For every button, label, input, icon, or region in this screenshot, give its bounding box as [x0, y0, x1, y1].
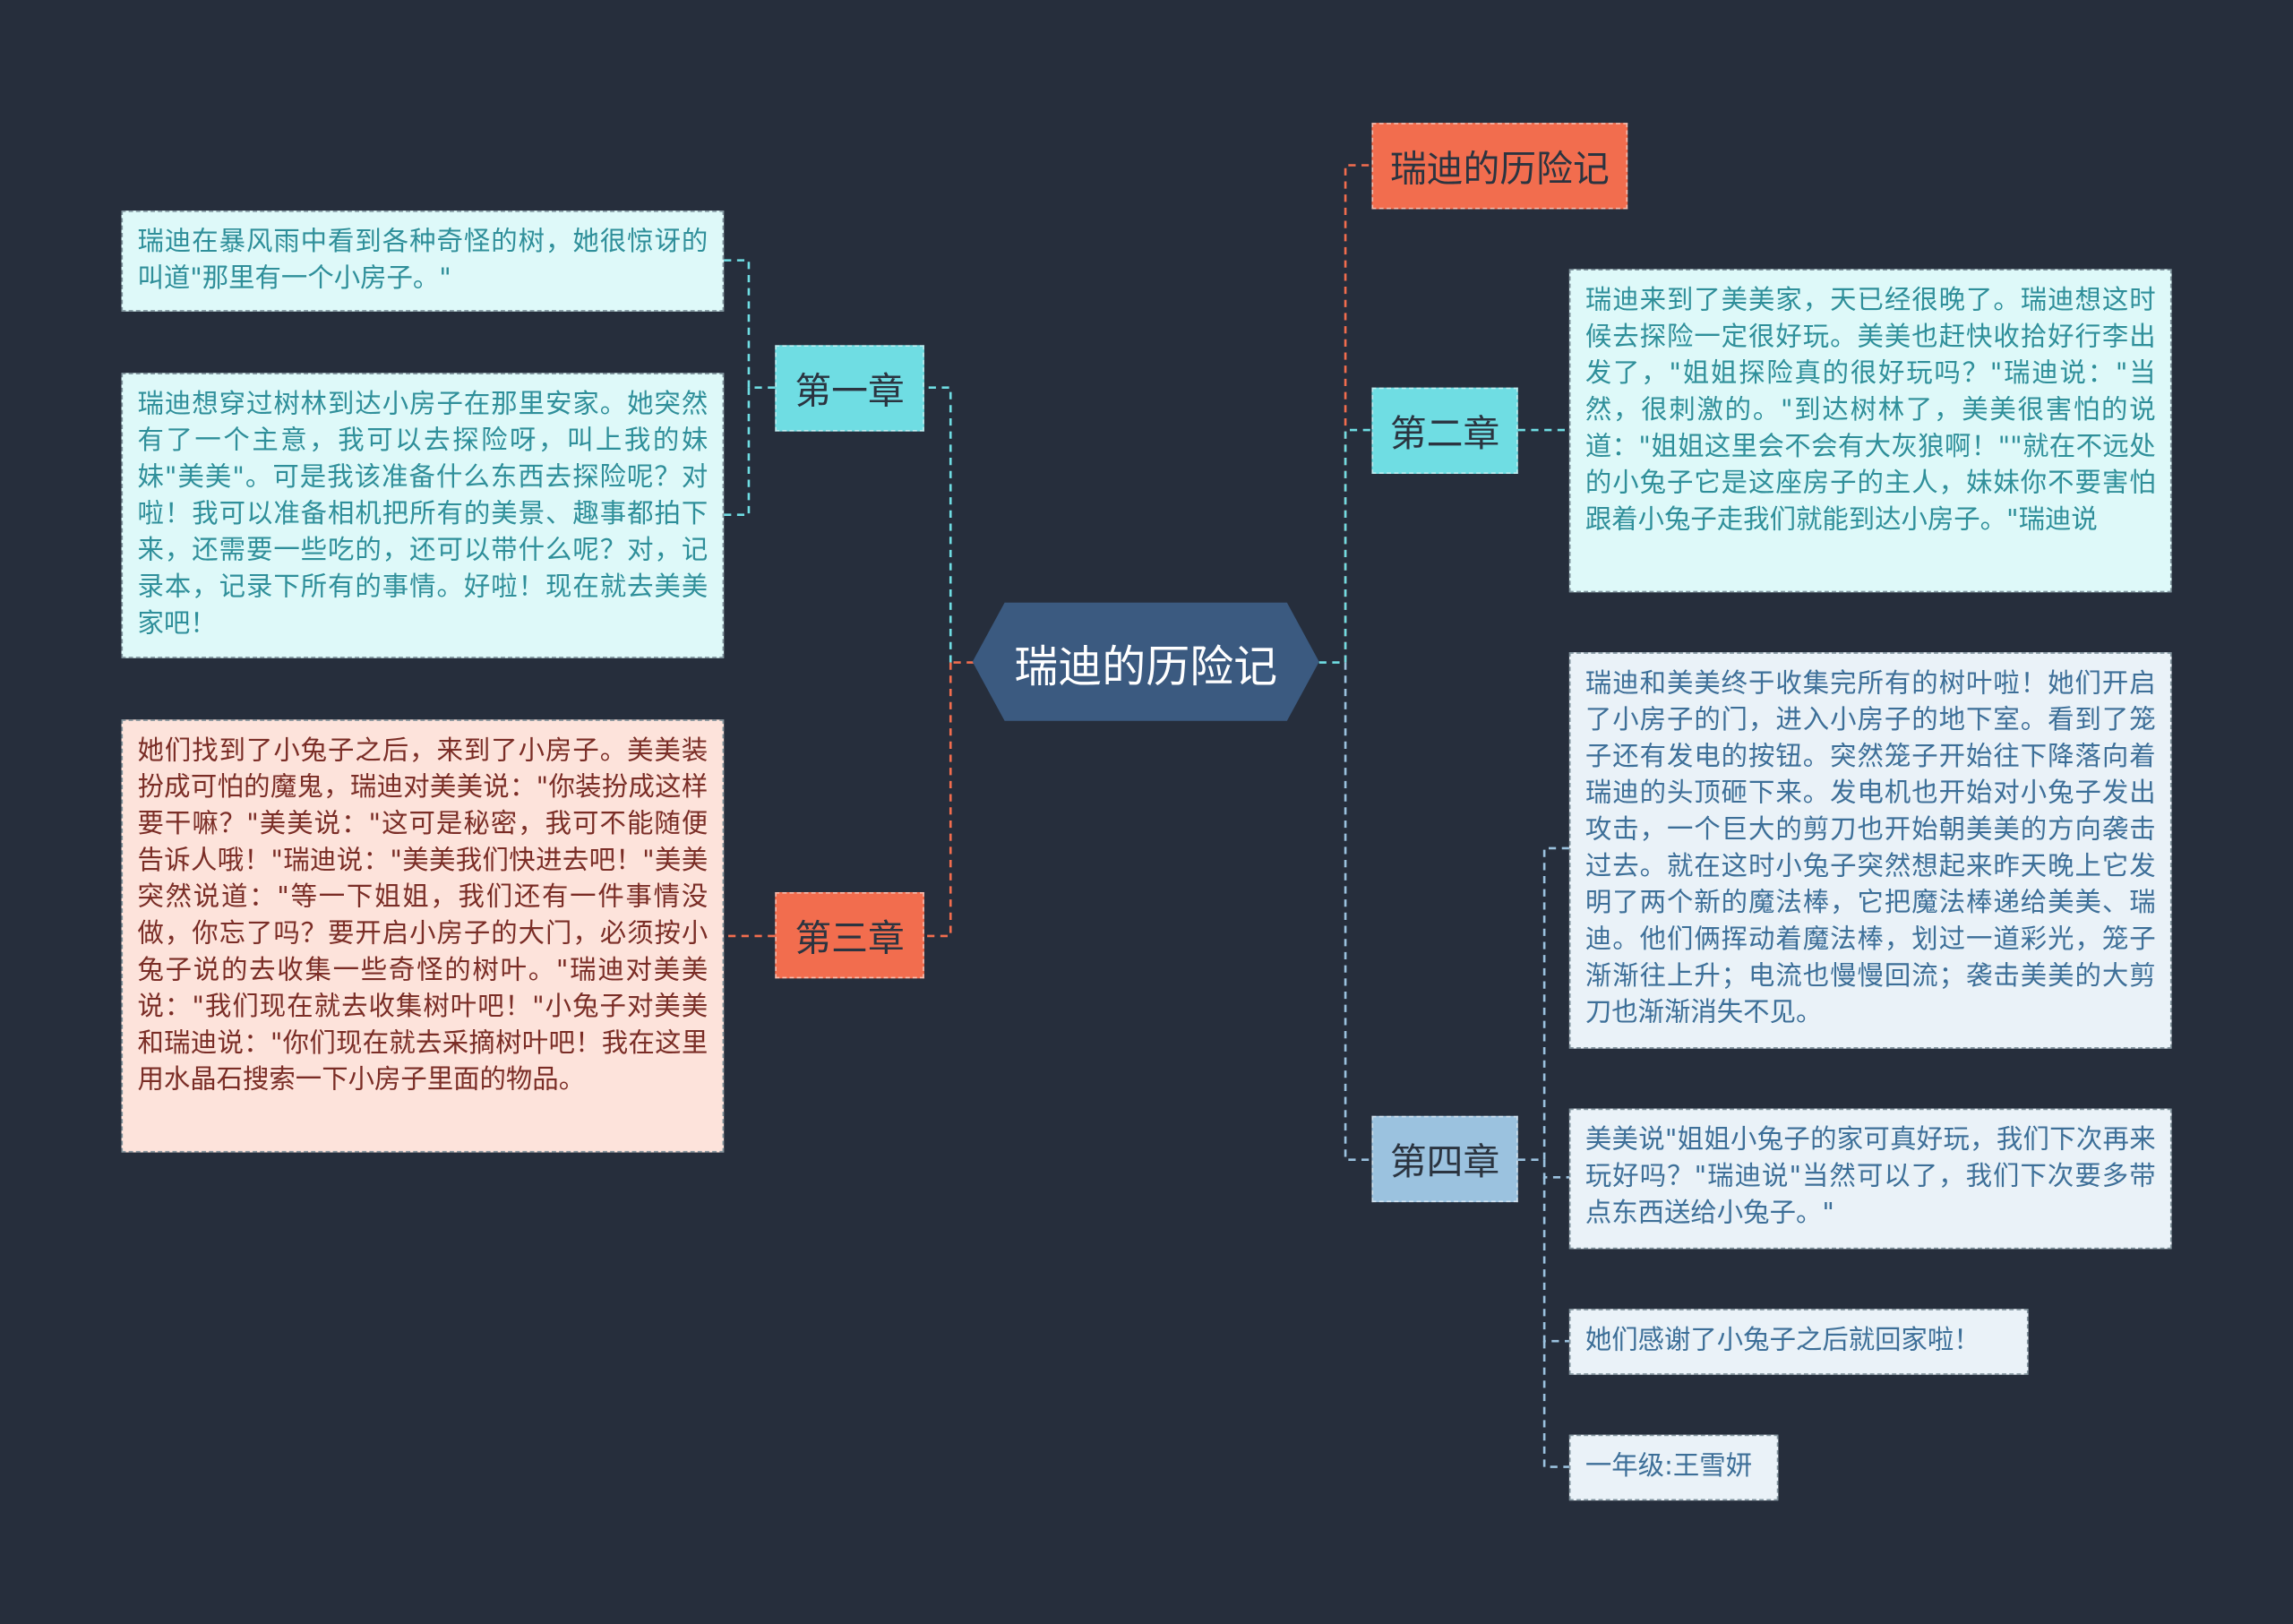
branch-title[interactable]: 瑞迪的历险记: [1371, 123, 1628, 210]
root-node[interactable]: 瑞迪的历险记: [972, 602, 1319, 721]
leaf-chapter-4-text-4[interactable]: 一年级:王雪妍: [1568, 1434, 1779, 1501]
connector-ch3: [923, 662, 952, 938]
leaf-chapter-4-text-2[interactable]: 美美说"姐姐小兔子的家可真好玩，我们下次再来玩好吗？"瑞迪说"当然可以了，我们下…: [1568, 1108, 2172, 1250]
root-label: 瑞迪的历险记: [1014, 640, 1278, 693]
connector-ch4-leaf2: [1542, 1159, 1569, 1179]
connector-ch1: [923, 386, 952, 663]
branch-chapter-2[interactable]: 第二章: [1371, 387, 1518, 474]
connector-ch1-leaf1: [724, 259, 776, 389]
leaf-chapter-1-text-1[interactable]: 瑞迪在暴风雨中看到各种奇怪的树，她很惊讶的叫道"那里有一个小房子。": [121, 211, 725, 312]
connector-ch4-leaf3: [1542, 1177, 1569, 1343]
leaf-chapter-4-text-3[interactable]: 她们感谢了小兔子之后就回家啦！: [1568, 1309, 2029, 1375]
leaf-chapter-4-text-1[interactable]: 瑞迪和美美终于收集完所有的树叶啦！她们开启了小房子的门，进入小房子的地下室。看到…: [1568, 652, 2172, 1049]
connector-ch4-leaf1: [1542, 846, 1569, 1160]
connector-title: [1344, 164, 1372, 663]
connector-ch1-leaf2: [724, 387, 751, 517]
connector-ch2: [1344, 428, 1372, 663]
branch-chapter-1[interactable]: 第一章: [775, 345, 924, 432]
root-hexagon-shape: [972, 602, 1319, 721]
connector-ch4-leaf4: [1542, 1341, 1569, 1468]
branch-chapter-4[interactable]: 第四章: [1371, 1115, 1518, 1203]
connector-ch4: [1344, 662, 1372, 1162]
leaf-chapter-3-text-1[interactable]: 她们找到了小兔子之后，来到了小房子。美美装扮成可怕的魔鬼，瑞迪对美美说："你装扮…: [121, 719, 725, 1153]
branch-chapter-3[interactable]: 第三章: [775, 891, 924, 979]
leaf-chapter-1-text-2[interactable]: 瑞迪想穿过树林到达小房子在那里安家。她突然有了一个主意，我可以去探险呀，叫上我的…: [121, 373, 725, 658]
leaf-chapter-2-text-1[interactable]: 瑞迪来到了美美家，天已经很晚了。瑞迪想这时候去探险一定很好玩。美美也赶快收拾好行…: [1568, 269, 2172, 593]
